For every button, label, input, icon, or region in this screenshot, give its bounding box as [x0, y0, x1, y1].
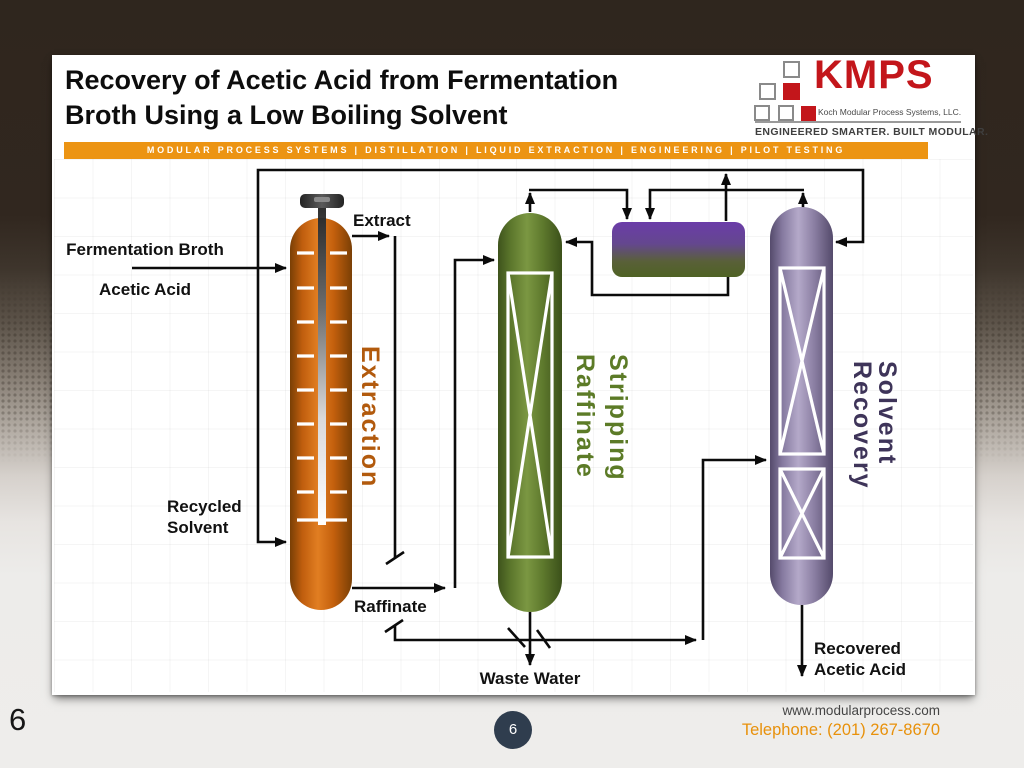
recycled-solvent-line	[256, 168, 726, 547]
recovered-acid-line2: Acetic Acid	[814, 660, 906, 679]
line-break-tick	[535, 629, 552, 649]
raffinate-riser-line	[453, 255, 495, 588]
waste-water-label: Waste Water	[479, 669, 581, 688]
agitator-shaft-inner	[318, 218, 326, 525]
recovered-acid-line1: Recovered	[814, 639, 901, 658]
stripper-overhead-line	[529, 188, 632, 220]
line-break-tick	[507, 627, 526, 648]
services-banner: MODULAR PROCESS SYSTEMS | DISTILLATION |…	[64, 142, 928, 159]
feed-component-label: Acetic Acid	[99, 280, 191, 299]
recovery-packing-lower	[778, 467, 826, 560]
contact-block: www.modularprocess.com Telephone: (201) …	[742, 703, 940, 740]
telephone-text: Telephone: (201) 267-8670	[741, 721, 940, 739]
slide: Recovery of Acetic Acid from Fermentatio…	[52, 53, 988, 695]
process-flow-diagram	[132, 168, 865, 677]
slide-title-line2: Broth Using a Low Boiling Solvent	[65, 100, 508, 130]
recycled-solvent-line2: Solvent	[167, 518, 229, 537]
line-break-tick	[384, 618, 404, 634]
decanter-vessel	[612, 222, 745, 277]
recovery-packing-upper	[778, 266, 826, 456]
extract-riser-line	[701, 455, 767, 640]
slide-number-badge: 6	[494, 711, 532, 749]
extraction-column-label: Extraction	[356, 346, 384, 489]
solvent-reflux-line	[726, 168, 865, 247]
recovery-column-label-word1: Solvent	[873, 361, 901, 466]
logo-tagline: ENGINEERED SMARTER. BUILT MODULAR.	[755, 126, 989, 138]
extract-label: Extract	[353, 211, 411, 230]
slide-title-line1: Recovery of Acetic Acid from Fermentatio…	[65, 65, 619, 95]
logo-company-name: Koch Modular Process Systems, LLC.	[818, 107, 962, 117]
feed-name-label: Fermentation Broth	[66, 240, 224, 259]
logo-divider	[755, 121, 961, 123]
extraction-trays	[297, 251, 347, 522]
stripping-column-label-word1: Raffinate	[571, 354, 599, 479]
page-number-bottom-left: 6	[9, 702, 27, 737]
line-break-tick	[385, 550, 405, 566]
logo-acronym: KMPS	[814, 53, 934, 97]
extract-bottom-line	[393, 625, 697, 645]
recovered-acid-label: Recovered Acetic Acid	[814, 638, 906, 680]
recovery-overhead-line	[645, 188, 804, 220]
recovery-column-label-word2: Recovery	[848, 361, 876, 490]
website-link[interactable]: www.modularprocess.com	[782, 703, 940, 718]
stripping-column-label-word2: Stripping	[604, 354, 632, 482]
decanter-aqueous-line	[565, 237, 730, 297]
recycled-solvent-label: Recycled Solvent	[167, 496, 242, 538]
recycled-solvent-line1: Recycled	[167, 497, 242, 516]
agitator-motor-label	[314, 197, 330, 202]
raffinate-label: Raffinate	[354, 597, 427, 616]
recovery-column-vessel	[770, 207, 833, 605]
kmps-logo: KMPS Koch Modular Process Systems, LLC. …	[752, 53, 988, 141]
stripping-packing	[506, 271, 554, 559]
